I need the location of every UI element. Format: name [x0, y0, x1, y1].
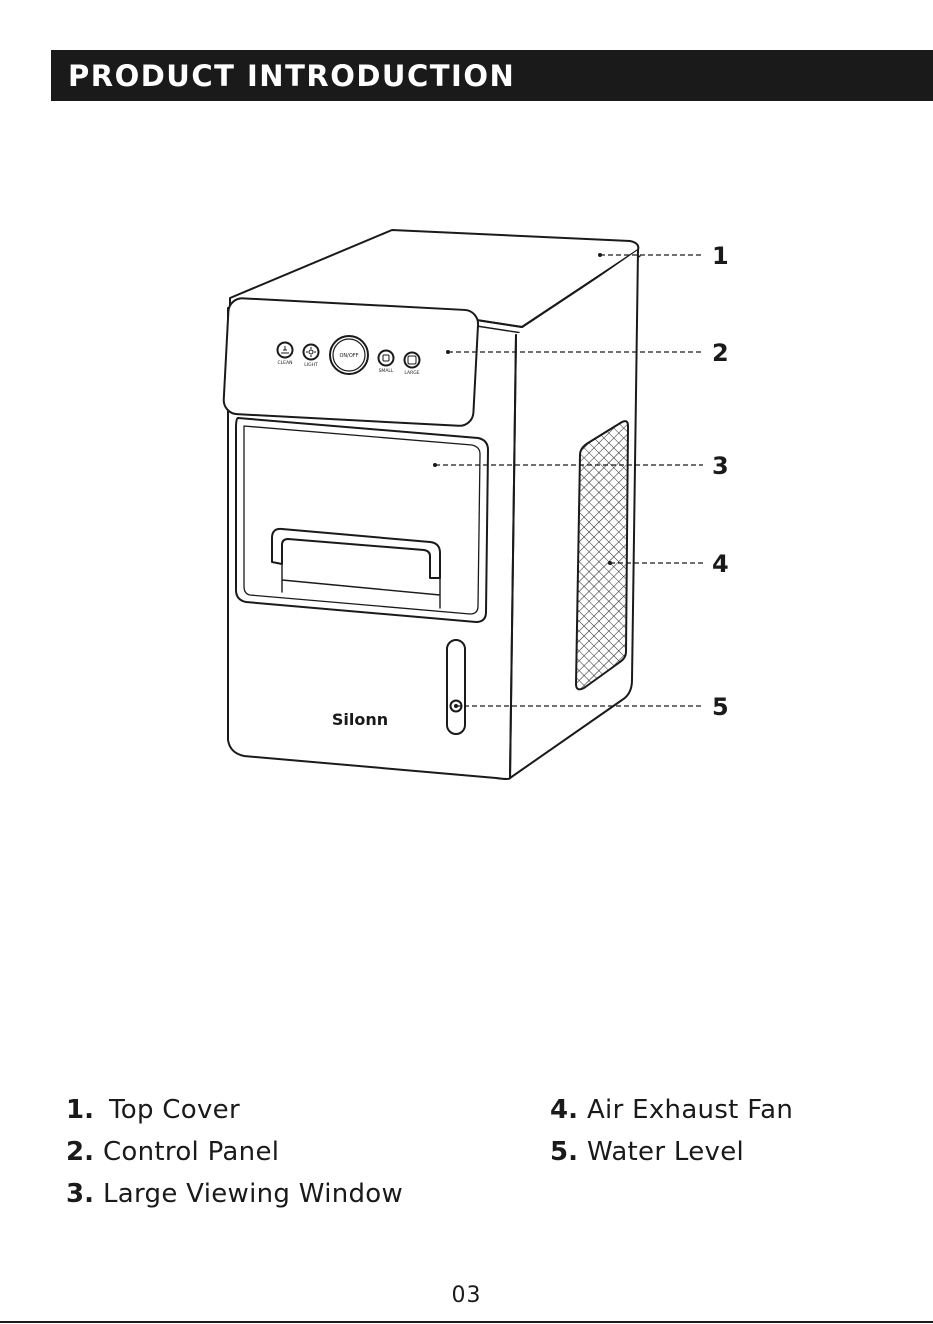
callout-5: 5 — [712, 695, 729, 719]
legend-number: 1. — [66, 1095, 94, 1125]
ice-maker-illustration: CLEAN LIGHT ON/OFF SMALL LARGE Silonn — [0, 200, 933, 800]
legend-item-water-level: 5. Water Level — [550, 1139, 744, 1165]
water-level-window — [447, 640, 465, 734]
product-diagram: CLEAN LIGHT ON/OFF SMALL LARGE Silonn 1 … — [0, 200, 933, 800]
legend-item-air-exhaust-fan: 4. Air Exhaust Fan — [550, 1097, 793, 1123]
page-number: 03 — [0, 1283, 933, 1308]
section-header: PRODUCT INTRODUCTION — [51, 50, 933, 101]
legend-label: Water Level — [587, 1137, 744, 1167]
viewing-window-shape — [236, 418, 488, 622]
legend-label: Top Cover — [109, 1095, 240, 1125]
brand-logo: Silonn — [332, 710, 388, 729]
callout-4: 4 — [712, 552, 729, 576]
legend-label: Control Panel — [103, 1137, 279, 1167]
legend-number: 4. — [550, 1095, 578, 1125]
legend-label: Air Exhaust Fan — [587, 1095, 793, 1125]
panel-label-on-off: ON/OFF — [339, 353, 358, 359]
legend-item-top-cover: 1. Top Cover — [66, 1097, 240, 1123]
legend-number: 3. — [66, 1179, 94, 1209]
legend-item-large-viewing-window: 3. Large Viewing Window — [66, 1181, 403, 1207]
panel-label-large: LARGE — [404, 370, 419, 376]
panel-label-clean: CLEAN — [278, 360, 293, 366]
legend-label: Large Viewing Window — [103, 1179, 403, 1209]
panel-label-small: SMALL — [379, 368, 394, 374]
panel-label-light: LIGHT — [304, 362, 318, 368]
air-exhaust-fan-grille — [576, 421, 628, 689]
legend-number: 2. — [66, 1137, 94, 1167]
callout-3: 3 — [712, 454, 729, 478]
legend-item-control-panel: 2. Control Panel — [66, 1139, 279, 1165]
callout-1: 1 — [712, 244, 729, 268]
callout-2: 2 — [712, 341, 729, 365]
section-title: PRODUCT INTRODUCTION — [68, 50, 515, 101]
legend-number: 5. — [550, 1137, 578, 1167]
bottom-divider — [0, 1321, 933, 1323]
